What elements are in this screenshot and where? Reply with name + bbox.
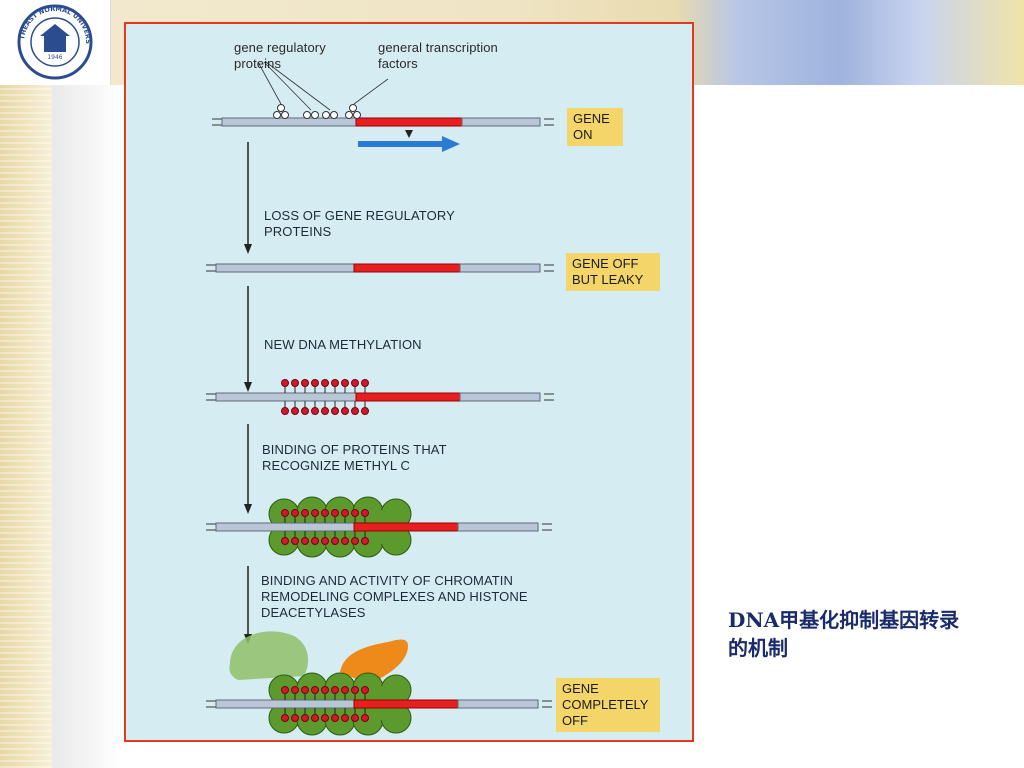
methyl-group — [301, 379, 309, 387]
methyl-group — [311, 407, 319, 415]
methyl-group — [311, 714, 319, 722]
step-loss-of-regulatory-proteins: LOSS OF GENE REGULATORY PROTEINS — [264, 208, 455, 239]
methyl-group — [341, 686, 349, 694]
label-gene-regulatory-proteins: gene regulatory proteins — [234, 40, 326, 71]
methyl-group — [301, 509, 309, 517]
state-gene-on: GENE ON — [567, 108, 623, 146]
methyl-group — [331, 379, 339, 387]
methyl-group — [331, 714, 339, 722]
methyl-group — [321, 537, 329, 545]
state-gene-completely-off: GENE COMPLETELY OFF — [556, 678, 660, 732]
methyl-group — [281, 714, 289, 722]
methyl-group — [291, 537, 299, 545]
methyl-group — [331, 686, 339, 694]
svg-text:1946: 1946 — [47, 54, 62, 61]
background-texture-strip — [0, 0, 52, 768]
methyl-group — [311, 509, 319, 517]
methyl-group — [321, 686, 329, 694]
methyl-group — [301, 714, 309, 722]
methyl-group — [281, 407, 289, 415]
methyl-group — [331, 509, 339, 517]
methyl-group — [361, 537, 369, 545]
methyl-group — [331, 407, 339, 415]
university-logo: 1946 NORTHEAST NORMAL UNIVERSITY — [0, 0, 111, 85]
methyl-group — [361, 509, 369, 517]
methyl-group — [361, 407, 369, 415]
methyl-group — [361, 714, 369, 722]
methyl-group — [321, 407, 329, 415]
methyl-group — [341, 407, 349, 415]
methyl-group — [291, 686, 299, 694]
methyl-group — [351, 509, 359, 517]
methylation-figure: gene regulatory proteins general transcr… — [124, 22, 694, 742]
methyl-group — [281, 686, 289, 694]
methyl-group — [301, 407, 309, 415]
methyl-group — [351, 714, 359, 722]
state-gene-off-leaky: GENE OFF BUT LEAKY — [566, 253, 660, 291]
methyl-group — [301, 686, 309, 694]
methyl-group — [331, 537, 339, 545]
dna-row-2 — [206, 263, 554, 273]
methyl-group — [311, 686, 319, 694]
methyl-group — [321, 509, 329, 517]
methyl-group — [291, 407, 299, 415]
methyl-group — [281, 537, 289, 545]
methyl-group — [291, 714, 299, 722]
slide-caption: DNA甲基化抑制基因转录的机制 — [728, 608, 960, 660]
dna-row-3 — [206, 379, 554, 415]
methyl-group — [341, 379, 349, 387]
step-binding-methyl-c-proteins: BINDING OF PROTEINS THAT RECOGNIZE METHY… — [262, 442, 447, 473]
methyl-group — [351, 379, 359, 387]
methyl-group — [281, 379, 289, 387]
step-chromatin-remodeling: BINDING AND ACTIVITY OF CHROMATIN REMODE… — [261, 573, 528, 620]
methyl-group — [341, 714, 349, 722]
methyl-group — [281, 509, 289, 517]
methyl-group — [321, 379, 329, 387]
label-general-transcription-factors: general transcription factors — [378, 40, 498, 71]
dna-row-1 — [212, 61, 554, 152]
step-new-dna-methylation: NEW DNA METHYLATION — [264, 337, 422, 352]
dna-row-4 — [206, 496, 552, 558]
methyl-group — [311, 379, 319, 387]
dna-row-5 — [206, 631, 552, 736]
methyl-group — [361, 686, 369, 694]
methyl-group — [291, 509, 299, 517]
methyl-group — [341, 537, 349, 545]
methyl-group — [321, 714, 329, 722]
methyl-group — [341, 509, 349, 517]
methyl-group — [291, 379, 299, 387]
methyl-group — [311, 537, 319, 545]
background-shade — [52, 85, 122, 768]
methyl-group — [361, 379, 369, 387]
methyl-group — [301, 537, 309, 545]
methyl-group — [351, 686, 359, 694]
methyl-group — [351, 537, 359, 545]
methyl-group — [351, 407, 359, 415]
